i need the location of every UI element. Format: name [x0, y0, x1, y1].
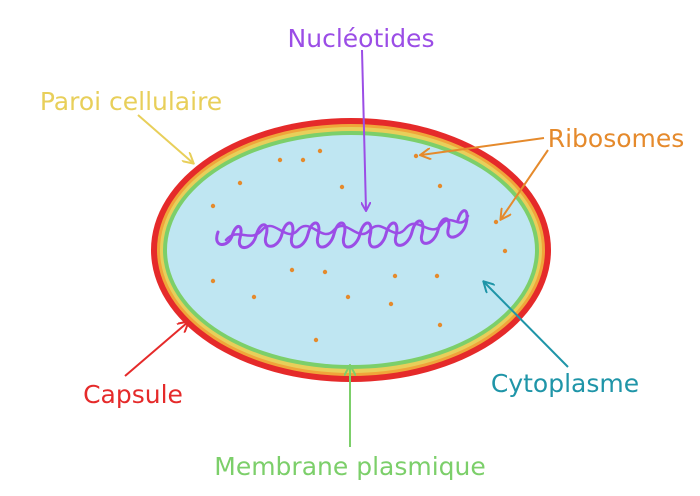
wall-arrow: [137, 114, 193, 163]
nucleotides-arrow: [362, 49, 366, 210]
nucleotides-label: Nucléotides: [288, 24, 435, 53]
cytoplasm-label: Cytoplasme: [491, 369, 639, 398]
capsule-arrow: [124, 322, 188, 377]
ribosomes-arrow-2: [501, 149, 549, 219]
plasma-membrane-label: Membrane plasmique: [214, 452, 486, 481]
cell-wall-label: Paroi cellulaire: [40, 87, 222, 116]
nucleoid-dna: [215, 209, 469, 249]
capsule-label: Capsule: [83, 380, 183, 409]
ribosomes-label: Ribosomes: [548, 124, 685, 153]
nucleoid-dna-overlay: [224, 214, 470, 242]
ribosomes-arrow-1: [421, 137, 545, 155]
cytoplasm-arrow: [484, 282, 569, 368]
ribosome-dots: [210, 148, 508, 343]
cytoplasm-area: [167, 135, 535, 365]
